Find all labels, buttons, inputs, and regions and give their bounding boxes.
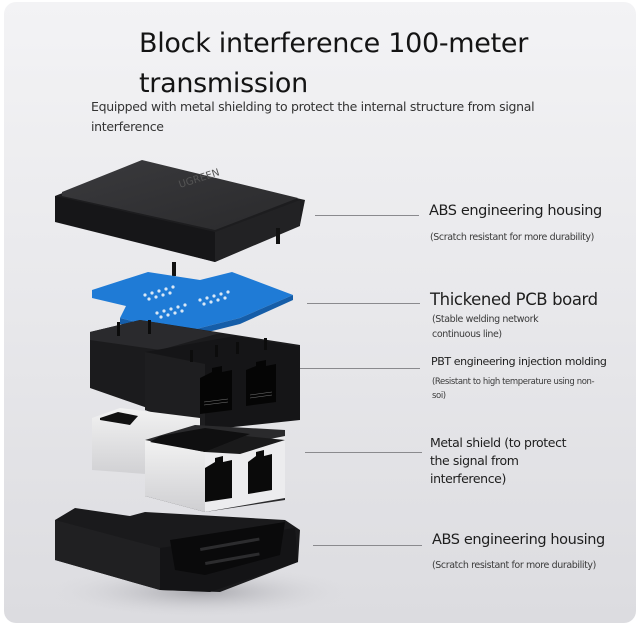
callout-leader-line	[305, 452, 422, 453]
callout-detail-bottom-housing: (Scratch resistant for more durability)	[432, 560, 596, 571]
callout-label-bottom-housing: ABS engineering housing	[432, 532, 605, 548]
callout-leader-line	[300, 368, 420, 369]
callout-label-pbt: PBT engineering injection molding	[431, 355, 607, 368]
pbt-jack-block-part	[90, 320, 300, 430]
callout-detail-pcb: (Stable welding network continuous line)	[432, 314, 539, 340]
callout-leader-line	[313, 545, 422, 546]
callout-label-pcb: Thickened PCB board	[430, 290, 598, 309]
pcb-board-part	[92, 272, 293, 339]
bottom-housing-part	[55, 508, 300, 592]
metal-shield-part	[92, 408, 285, 512]
callout-leader-line	[315, 215, 419, 216]
callout-detail-pbt: (Resistant to high temperature using non…	[432, 377, 595, 401]
page-subtitle: Equipped with metal shielding to protect…	[91, 99, 535, 134]
callout-leader-line	[307, 303, 420, 304]
callout-label-top-housing: ABS engineering housing	[429, 203, 602, 219]
page-title: Block interference 100-meter transmissio…	[139, 28, 528, 99]
callout-detail-top-housing: (Scratch resistant for more durability)	[430, 232, 594, 243]
product-feature-card: Block interference 100-meter transmissio…	[4, 2, 636, 623]
exploded-product-illustration: UGREEN	[50, 160, 350, 618]
callout-label-metal-shield: Metal shield (to protect the signal from…	[430, 435, 567, 486]
top-housing-part: UGREEN	[55, 160, 305, 276]
